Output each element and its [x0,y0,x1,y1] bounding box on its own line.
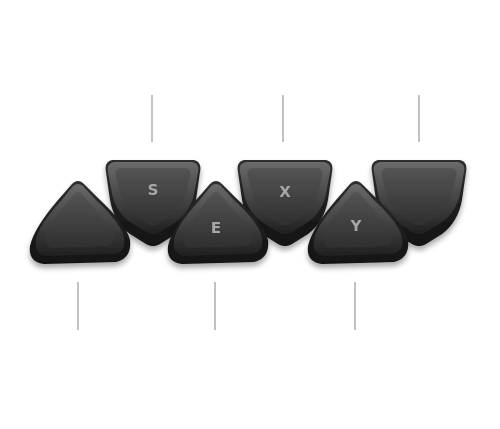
keycap-letter: E [211,219,221,237]
keycap-letter: S [148,181,159,199]
keycap-2: S [105,160,201,246]
leader-lines-top [151,95,420,142]
keycap-6 [371,160,467,246]
keycap-4: X [237,160,333,246]
keycap-1 [29,181,131,264]
keycap-row: S X E [29,160,467,264]
keycap-letter: Y [350,217,363,235]
keycap-5: Y [307,181,409,264]
keycap-3: E [167,181,269,264]
keycap-letter: X [279,183,291,201]
leader-lines-bottom [77,282,356,330]
